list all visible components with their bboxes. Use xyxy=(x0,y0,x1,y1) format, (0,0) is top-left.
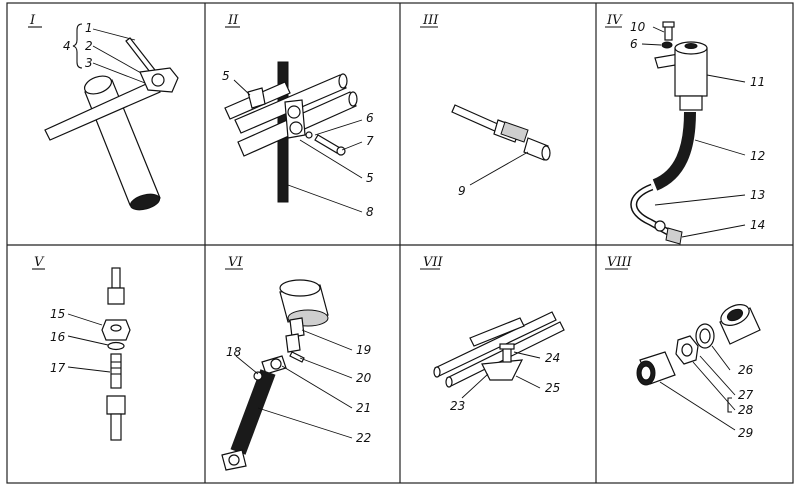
panel-5-title: V xyxy=(34,255,45,270)
panel-1: I 1 2 3 4 xyxy=(28,13,179,211)
callout-18: 18 xyxy=(226,345,242,359)
callout-29: 29 xyxy=(738,426,753,440)
clamp-25 xyxy=(481,359,524,381)
washer-6 xyxy=(661,41,673,49)
panel-8: VIII 26 27 28 29 xyxy=(605,255,761,440)
lower-fitting xyxy=(106,395,126,415)
panel-2: II 5 6 7 5 8 xyxy=(222,13,374,219)
canister-19 xyxy=(279,279,329,327)
callout-7: 7 xyxy=(366,134,374,148)
callout-21: 21 xyxy=(356,401,371,415)
callout-1: 1 xyxy=(85,21,93,35)
panel-5: V 15 16 17 xyxy=(32,255,131,441)
top-clip xyxy=(247,87,266,109)
bolt-24 xyxy=(502,347,512,363)
callout-9: 9 xyxy=(458,184,466,198)
callout-17: 17 xyxy=(50,361,66,375)
bolt-7 xyxy=(314,134,341,154)
panel-7-title: VII xyxy=(423,255,444,270)
panel-8-title: VIII xyxy=(607,255,633,270)
plate-23 xyxy=(469,317,525,347)
callout-6-p2: 6 xyxy=(366,111,374,125)
callout-22: 22 xyxy=(356,431,371,445)
union-29 xyxy=(636,351,676,386)
callout-10: 10 xyxy=(630,20,646,34)
callout-4: 4 xyxy=(63,39,71,53)
upper-pipe xyxy=(111,267,121,289)
callout-14: 14 xyxy=(750,218,765,232)
callout-25: 25 xyxy=(545,381,560,395)
callout-19: 19 xyxy=(356,343,371,357)
panel-4: IV 10 6 11 12 13 14 xyxy=(605,13,765,245)
washer-16 xyxy=(107,341,125,351)
callout-27: 27 xyxy=(738,388,754,402)
callout-28: 28 xyxy=(738,403,754,417)
panel-grid xyxy=(6,2,794,484)
canister-11 xyxy=(674,41,708,111)
callout-12: 12 xyxy=(750,149,765,163)
callout-23: 23 xyxy=(450,399,465,413)
nipple-17 xyxy=(110,353,122,389)
flat-bar xyxy=(44,79,161,141)
panel-3: III 9 xyxy=(420,13,551,198)
callout-16: 16 xyxy=(50,330,66,344)
coupling-26 xyxy=(719,304,761,345)
panel-2-title: II xyxy=(227,13,239,28)
panel-6-title: VI xyxy=(228,255,243,270)
callout-26: 26 xyxy=(738,363,754,377)
callout-3: 3 xyxy=(85,56,93,70)
canister-fitting xyxy=(289,317,305,338)
panel-1-title: I xyxy=(29,13,36,28)
panel-4-title: IV xyxy=(606,13,623,28)
panel-6: VI 18 19 20 21 22 xyxy=(221,255,372,471)
fitting-14 xyxy=(665,227,683,245)
bolt-10 xyxy=(664,25,673,41)
callout-6-p4: 6 xyxy=(630,37,638,51)
callout-5-top: 5 xyxy=(222,69,230,83)
callout-8: 8 xyxy=(366,205,374,219)
hose-12 xyxy=(652,111,696,191)
screw-20 xyxy=(289,351,305,363)
callout-15: 15 xyxy=(50,307,65,321)
panel-7: VII 24 25 23 xyxy=(420,255,565,413)
callout-11: 11 xyxy=(750,75,765,89)
callout-13: 13 xyxy=(750,188,765,202)
callout-20: 20 xyxy=(356,371,372,385)
callout-24: 24 xyxy=(545,351,560,365)
callout-2: 2 xyxy=(85,39,93,53)
callout-5-bottom: 5 xyxy=(366,171,374,185)
panel-3-title: III xyxy=(422,13,439,28)
hose-22 xyxy=(230,369,276,455)
pipe-fitting xyxy=(451,104,551,161)
